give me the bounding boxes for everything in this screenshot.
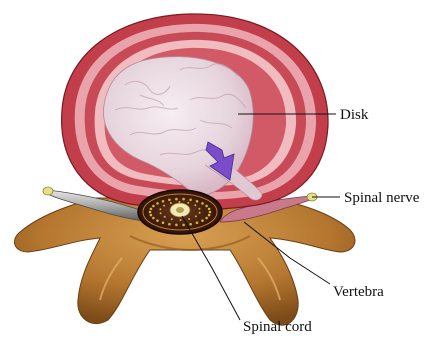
cord-dot [187, 202, 189, 204]
spinal-cord [138, 190, 222, 234]
cord-dot [164, 216, 166, 218]
cord-dot [152, 217, 155, 220]
cord-dot [209, 211, 212, 214]
cord-dot [199, 212, 201, 214]
cord-dot [156, 202, 159, 205]
cord-dot [205, 205, 208, 208]
cord-dot [156, 219, 159, 222]
cord-dot [196, 221, 199, 224]
cord-dot [182, 224, 185, 227]
cord-dot [175, 198, 178, 201]
cord-dot [159, 208, 161, 210]
cord-dot [162, 221, 165, 224]
cord-dot [208, 214, 211, 217]
disk [62, 14, 328, 210]
cord-dot [149, 211, 152, 214]
cord-dot [182, 198, 185, 201]
label-spinal-cord: Spinal cord [243, 319, 312, 335]
cord-dot [198, 208, 200, 210]
label-vertebra: Vertebra [333, 284, 384, 300]
cord-dot [188, 218, 190, 220]
cord-dot [150, 208, 153, 211]
label-disk: Disk [340, 107, 369, 123]
cord-dot [189, 199, 192, 202]
cord-dot [168, 223, 171, 226]
cord-dot [201, 219, 204, 222]
cord-dot [201, 202, 204, 205]
cord-dot [168, 199, 171, 202]
label-spinal-nerve: Spinal nerve [344, 190, 420, 206]
cord-dot [189, 223, 192, 226]
cord-dot [170, 202, 172, 204]
cord-dot [175, 224, 178, 227]
cord-dot [171, 218, 173, 220]
cord-dot [160, 212, 162, 214]
cord-dot [180, 219, 182, 221]
cord-dot [208, 208, 211, 211]
cord-dot [150, 214, 153, 217]
cord-dot [163, 205, 165, 207]
cord-dot [195, 215, 197, 217]
cord-dot [194, 204, 196, 206]
cord-dot [205, 217, 208, 220]
cord-dot [196, 200, 199, 203]
cord-dot [162, 200, 165, 203]
cord-dot [152, 205, 155, 208]
